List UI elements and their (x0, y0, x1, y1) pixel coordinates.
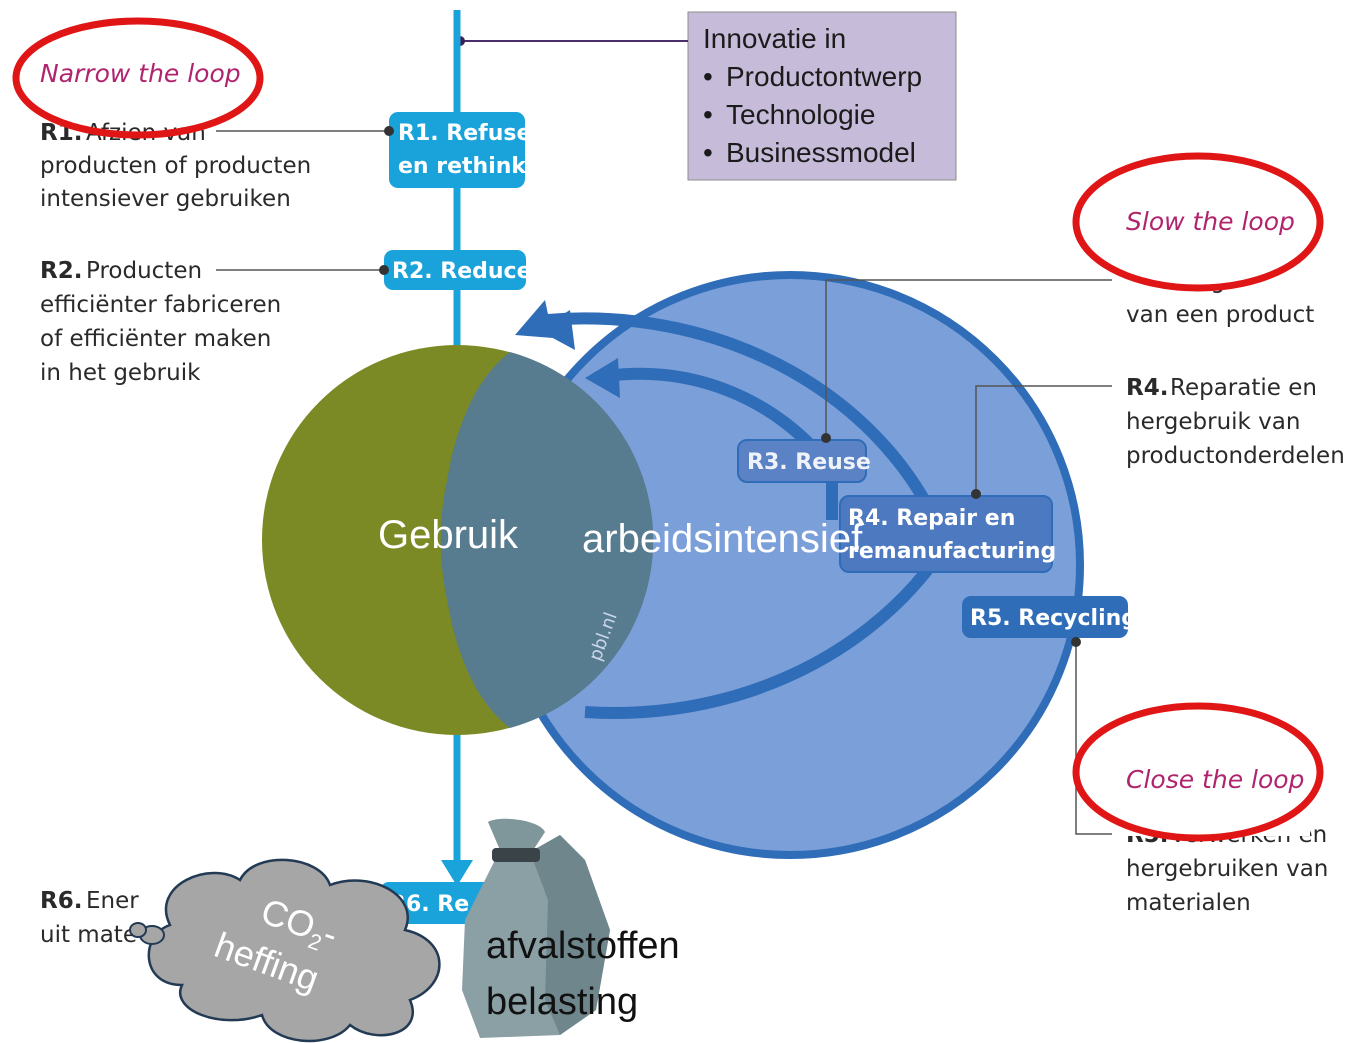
svg-text:R5. Recycling: R5. Recycling (970, 606, 1137, 631)
r2-connector-dot (379, 265, 389, 275)
cloud-icon (129, 858, 441, 1043)
flow-arrow-bottom (441, 860, 473, 886)
highlight-slow (1072, 152, 1324, 292)
r2-line-2: efficiënter fabriceren (40, 292, 281, 318)
innovation-bullet-1: • (703, 61, 713, 92)
r5-connector-dot (1071, 637, 1081, 647)
loop-arrow-inner (585, 358, 620, 398)
r2-line-3: of efficiënter maken (40, 326, 271, 352)
svg-text:R1. Refuse: R1. Refuse (398, 121, 531, 146)
use-label: Gebruik (378, 513, 519, 557)
highlight-close (1072, 702, 1324, 842)
r5-line-2: hergebruiken van (1126, 856, 1328, 882)
r1-connector-dot (384, 126, 394, 136)
r4-connector (975, 385, 1112, 494)
labour-intensive-label: arbeidsintensief (582, 517, 863, 561)
pill-r4: R4. Repair en remanufacturing (839, 495, 1056, 573)
loop-narrow-label: Narrow the loop (40, 59, 241, 88)
innovation-box (687, 11, 957, 181)
innovation-item-3: Businessmodel (726, 137, 916, 168)
svg-text:R2. Reduce: R2. Reduce (392, 259, 532, 284)
r2-code: R2. (40, 258, 82, 284)
loop-close-label: Close the loop (1126, 765, 1304, 794)
innovation-item-1: Productontwerp (726, 61, 922, 92)
r2-line-4: in het gebruik (40, 360, 201, 386)
r4-line-1: Reparatie en (1170, 375, 1317, 401)
overlap-lens (440, 352, 654, 728)
svg-text:R3. Reuse: R3. Reuse (747, 450, 871, 475)
waste-bag-icon (462, 818, 610, 1038)
innovation-bullet-2: • (703, 99, 713, 130)
r4-line-3: productonderdelen (1126, 443, 1345, 469)
pill-r1: R1. Refuse en rethink (389, 112, 531, 188)
pill-r5: R5. Recycling (962, 596, 1137, 638)
innovation-item-2: Technologie (726, 99, 875, 130)
highlight-narrow (12, 17, 264, 139)
loop-arrow-mid (538, 310, 575, 350)
r6-code: R6. (40, 888, 82, 914)
svg-text:remanufacturing: remanufacturing (848, 539, 1056, 564)
r3-connector-dot (821, 433, 831, 443)
r1-line-2: producten of producten (40, 153, 311, 179)
pill-r2: R2. Reduce (384, 250, 532, 290)
r2-line-1: Producten (86, 258, 202, 284)
r4-code: R4. (1126, 375, 1168, 401)
r1-line-3: intensiever gebruiken (40, 186, 291, 212)
r5-line-3: materialen (1126, 890, 1251, 916)
r4-line-2: hergebruik van (1126, 409, 1300, 435)
waste-tax-line-2: belasting (486, 981, 638, 1023)
r4-connector-dot (971, 489, 981, 499)
r6-line-2: uit mate (40, 922, 137, 948)
r3-line-2: van een product (1126, 302, 1314, 328)
r6-line-1: Ener (86, 888, 139, 914)
r3-connector (825, 279, 1112, 438)
svg-text:R4. Repair en: R4. Repair en (848, 506, 1015, 531)
pill-r3: R3. Reuse (737, 439, 871, 483)
loop-slow-label: Slow the loop (1126, 207, 1295, 236)
waste-tax-line-1: afvalstoffen (486, 925, 680, 967)
svg-text:en rethink: en rethink (398, 154, 527, 179)
innovation-bullet-3: • (703, 137, 713, 168)
r5-connector (1075, 640, 1112, 835)
innovation-title: Innovatie in (703, 23, 846, 54)
